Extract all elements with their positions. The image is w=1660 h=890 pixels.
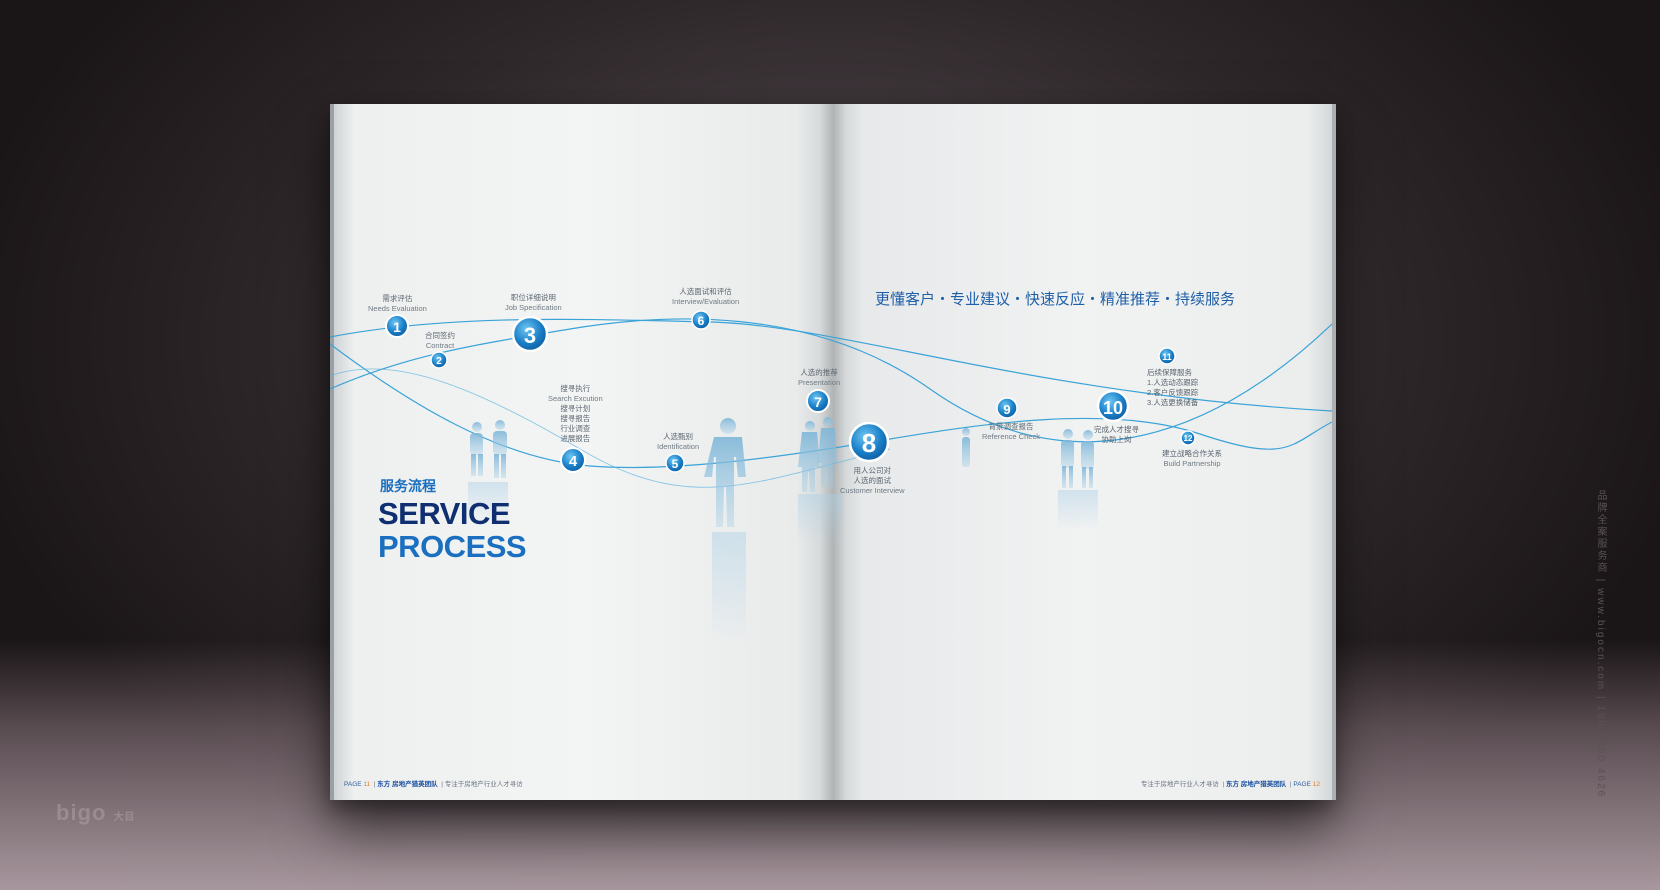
step-9-label: 背景调查报告 Reference Check: [982, 422, 1040, 442]
step-9-cn: 背景调查报告: [988, 422, 1034, 431]
step-8-circle: 8: [848, 421, 890, 463]
svg-text:10: 10: [1103, 398, 1123, 418]
step-2-cn: 合同签约: [425, 331, 455, 340]
svg-text:1: 1: [393, 319, 401, 335]
step-3-label: 职位详细说明 Job Specification: [505, 293, 562, 313]
svg-text:5: 5: [672, 457, 679, 471]
step-6-circle: 6: [691, 310, 711, 330]
footer-right: 专注于房地产行业人才寻访 | 东方 房地产猎英团队 | PAGE 12: [1140, 781, 1320, 788]
step-4-label: 搜寻执行 Search Excution 搜寻计划 搜寻报告 行业调查 进展报告: [548, 384, 603, 444]
step-6-label: 人选面试和评估 Interview/Evaluation: [672, 287, 739, 307]
step-3-cn: 职位详细说明: [510, 293, 556, 302]
flow-line-d: [330, 368, 891, 488]
step-12-label: 建立战略合作关系 Build Partnership: [1162, 449, 1222, 469]
svg-text:3: 3: [524, 323, 536, 348]
step-12-cn: 建立战略合作关系: [1162, 449, 1222, 458]
step-8-cn: 用人公司对: [853, 466, 892, 475]
footer-right-page-number: 12: [1312, 781, 1320, 788]
step-11-label: 后续保障服务 1.人选动态跟踪 2.客户反馈跟踪 3.人选更换储备: [1147, 368, 1198, 408]
people-reflections-left: [468, 482, 746, 642]
step-5-cn: 人选甄别: [663, 432, 694, 441]
step-12-circle: 12: [1180, 430, 1196, 446]
step-8-cn2: 人选的面试: [853, 476, 892, 485]
footer-right-tagline: 专注于房地产行业人才寻访: [1140, 781, 1219, 788]
svg-text:6: 6: [698, 314, 705, 328]
step-2-circle: 2: [430, 351, 448, 369]
step-4-cn: 搜寻执行: [560, 384, 591, 393]
step-6-en: Interview/Evaluation: [672, 297, 740, 306]
step-7-label: 人选的推荐 Presentation: [798, 368, 840, 388]
process-illustration: 1 2 3 4 5 6 7 8 9 10 11 12: [330, 310, 1332, 642]
step-9-en: Reference Check: [982, 432, 1040, 441]
footer-left: PAGE 11 | 东方 房地产猎英团队 | 专注于房地产行业人才寻访: [344, 781, 523, 788]
step-1-label: 需求评估 Needs Evaluation: [368, 294, 427, 314]
step-10-cn: 完成人才搜寻: [1094, 425, 1139, 434]
people-silhouettes-left: [470, 418, 746, 527]
step-11-extra-1: 1.人选动态跟踪: [1147, 378, 1199, 387]
step-10-circle: 10: [1096, 389, 1130, 423]
step-4-circle: 4: [560, 447, 586, 473]
step-5-en: Identification: [657, 442, 700, 451]
footer-right-page-prefix: PAGE: [1293, 781, 1311, 788]
step-4-en: Search Excution: [548, 394, 603, 403]
step-9-circle: 9: [996, 397, 1018, 419]
step-10-cn2: 协助上岗: [1101, 435, 1132, 444]
step-8-label: 用人公司对 人选的面试 Customer Interview: [840, 466, 905, 496]
flow-line-a: [330, 318, 1332, 412]
step-8-en: Customer Interview: [840, 486, 905, 495]
step-4-extra-3: 行业调查: [560, 424, 591, 433]
people-reflections-right: [798, 490, 1098, 544]
step-11-circle: 11: [1158, 347, 1176, 365]
step-11-cn: 后续保障服务: [1147, 368, 1192, 377]
footer-left-page-number: 11: [363, 781, 371, 788]
watermark-vertical-text: 品牌全案服务商 | www.bigocn.com | 180 0560 4626: [1595, 490, 1606, 799]
section-title-cn: 服务流程: [380, 478, 436, 494]
footer-left-page-prefix: PAGE: [344, 781, 362, 788]
step-6-cn: 人选面试和评估: [679, 287, 732, 296]
footer-left-brand: 东方 房地产猎英团队: [377, 781, 438, 788]
svg-text:11: 11: [1162, 352, 1172, 362]
svg-text:7: 7: [814, 394, 822, 410]
watermark-logo-small: 大目: [113, 812, 136, 823]
step-7-cn: 人选的推荐: [800, 368, 838, 377]
step-11-extra-3: 3.人选更换储备: [1147, 398, 1199, 407]
step-2-en: Contract: [425, 341, 455, 350]
left-page: [330, 104, 837, 800]
step-circles: 1 2 3 4 5 6 7 8 9 10 11 12: [385, 310, 1196, 473]
service-slogan: 更懂客户・专业建议・快速反应・精准推荐・持续服务: [875, 291, 1236, 308]
step-7-en: Presentation: [798, 378, 841, 387]
people-silhouettes-right: [798, 417, 1094, 492]
step-4-extra-4: 进展报告: [560, 434, 591, 443]
section-title-process: PROCESS: [378, 529, 527, 564]
svg-text:4: 4: [569, 453, 578, 470]
step-5-label: 人选甄别 Identification: [657, 432, 699, 452]
step-12-en: Build Partnership: [1163, 459, 1221, 468]
step-1-en: Needs Evaluation: [368, 304, 427, 313]
svg-text:2: 2: [436, 356, 442, 367]
footer-right-brand: 东方 房地产猎英团队: [1225, 781, 1287, 788]
step-11-extra-2: 2.客户反馈跟踪: [1147, 388, 1199, 397]
svg-text:8: 8: [862, 428, 876, 458]
step-1-cn: 需求评估: [382, 294, 413, 303]
svg-text:9: 9: [1003, 402, 1010, 417]
step-10-label: 完成人才搜寻 协助上岗: [1094, 425, 1139, 445]
step-7-circle: 7: [806, 389, 830, 413]
step-5-circle: 5: [665, 453, 685, 473]
section-title-service: SERVICE: [378, 496, 511, 531]
step-4-extra-2: 搜寻报告: [560, 414, 591, 423]
step-1-circle: 1: [385, 314, 409, 338]
footer-left-tagline: 专注于房地产行业人才寻访: [444, 781, 523, 788]
step-4-extra-1: 搜寻计划: [560, 404, 591, 413]
watermark-logo-text: bigo: [56, 800, 107, 825]
open-brochure: 1 2 3 4 5 6 7 8 9 10 11 12 需求评估 Needs Ev…: [330, 104, 1336, 800]
step-3-circle: 3: [511, 315, 549, 353]
step-3-en: Job Specification: [505, 303, 562, 312]
step-2-label: 合同签约 Contract: [425, 331, 455, 351]
flow-line-b: [330, 318, 1332, 443]
svg-text:12: 12: [1184, 434, 1193, 443]
watermark-logo: bigo 大目: [56, 800, 136, 826]
